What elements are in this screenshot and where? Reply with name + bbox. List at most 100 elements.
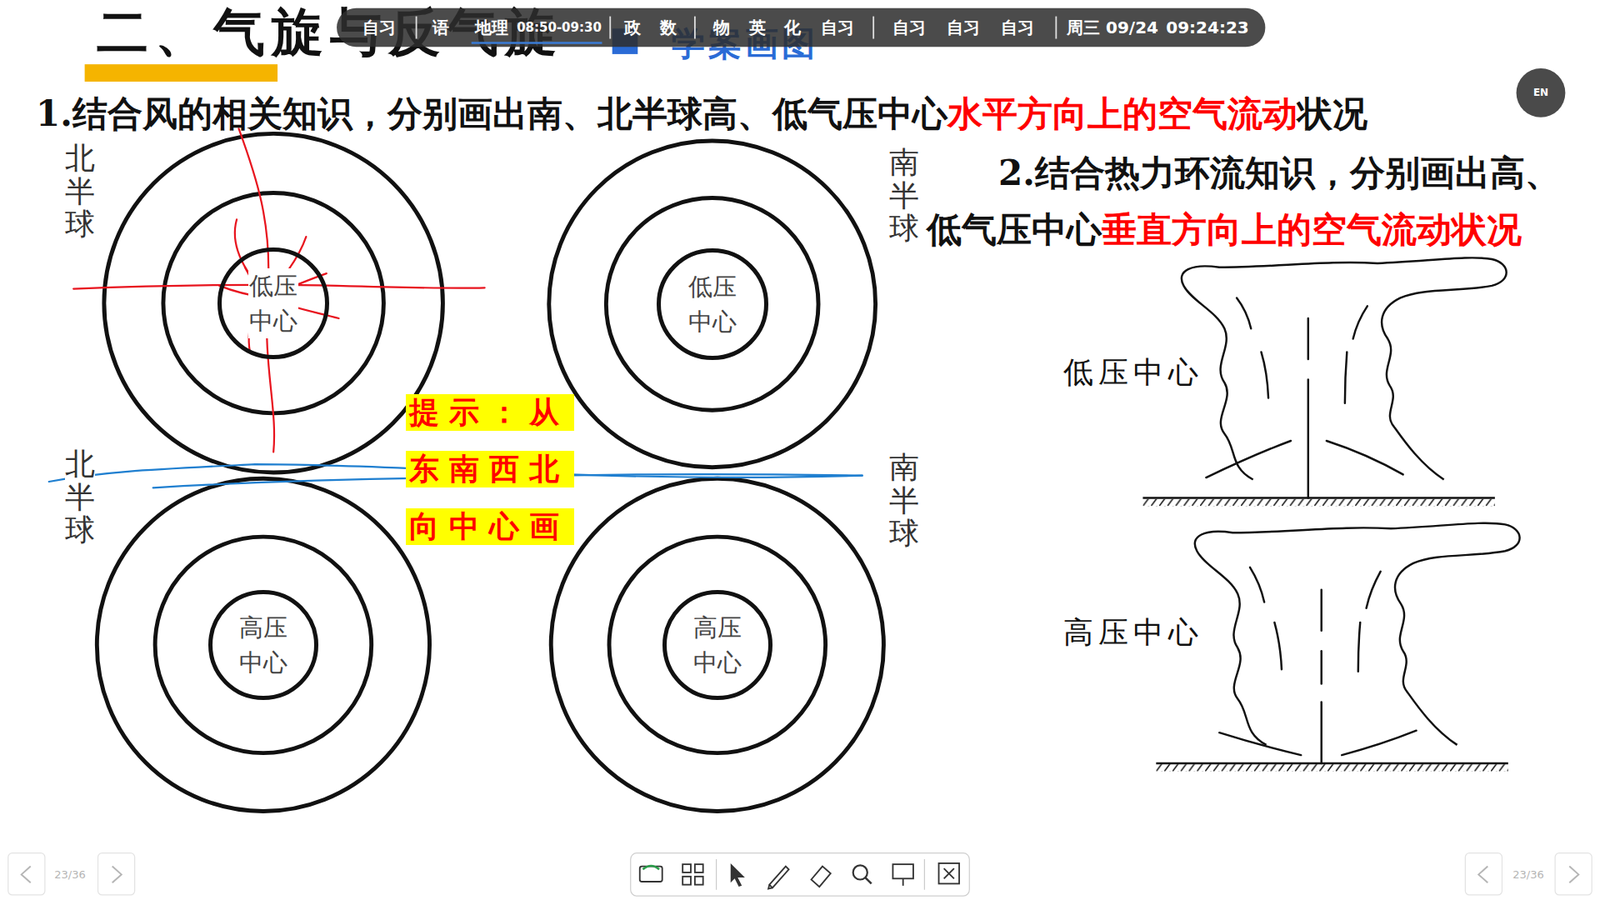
low-pressure-cloud [1205,440,1291,478]
schedule-item: 化 [784,16,801,40]
low-pressure-cloud [1326,440,1404,475]
schedule-item: 自习 [362,16,396,40]
hint-strip: 提示：从 [405,394,575,431]
low-pressure-cloud [1353,305,1368,339]
low-pressure-cloud [1142,496,1495,499]
pressure-center-circle: 高压 中心 [208,590,319,700]
low-pressure-cloud [1142,499,1495,507]
schedule-item: 物 [713,16,730,40]
isobar-rings [96,133,884,811]
question-text: 2.结合热力环流知识，分别画出高、 [998,150,1560,197]
schedule-time: 08:50-09:30 [516,20,602,35]
hint-text: 向中心画 [409,509,570,544]
page-number: 23/36 [54,868,85,881]
isobar-rings [155,536,372,754]
hemisphere-label: 南半球 [889,145,920,245]
schedule-item: 自习 [820,16,855,40]
page-nav [98,853,135,895]
high-pressure-cloud [1341,730,1416,755]
question-highlight: 水平方向上的空气流动 [947,90,1298,138]
center-label: 低压 中心 [248,268,300,339]
high-pressure-cloud [1358,622,1360,672]
hint-strip: 向中心画 [405,508,575,545]
high-pressure-cloud [1155,523,1520,772]
high-pressure-cloud [1320,650,1322,684]
question-text: 低气压中心 [926,206,1102,254]
pressure-center-circle: 低压 中心 [217,247,330,360]
low-pressure-cloud [1345,351,1347,403]
isobar-rings [605,198,819,411]
hint-text: 东南西北 [409,451,570,486]
bottom-toolbar [715,859,717,890]
title-underline [85,64,278,82]
high-pressure-cloud [1274,622,1282,670]
hemisphere-label: 北半球 [65,141,95,241]
bottom-toolbar [944,868,955,879]
bottom-toolbar [682,876,691,885]
high-pressure-cloud [1320,701,1322,763]
bottom-toolbar [924,859,925,890]
page-nav [21,866,1580,884]
bottom-toolbar [695,864,704,873]
bottom-toolbar [768,866,789,890]
schedule-item: 自习 [946,16,980,40]
high-pressure-cloud [1219,732,1301,755]
pressure-center-circle: 高压 中心 [662,590,773,700]
bottom-toolbar [682,864,691,873]
cloud-label: 高压中心 [1063,612,1204,654]
high-pressure-cloud [1320,590,1322,631]
high-pressure-cloud [1366,571,1381,609]
center-label: 高压 中心 [238,610,290,680]
schedule-bar [1055,16,1057,40]
question-text: 1.结合风的相关知识，分别画出南、北半球高、低气压中心 [35,90,948,138]
bottom-toolbar [853,865,868,880]
center-label: 高压 中心 [692,610,744,680]
bottom-toolbar [695,876,704,885]
page-number: 23/36 [1512,868,1544,881]
isobar-rings [550,478,884,811]
schedule-date: 周三 09/24 [1066,16,1159,40]
high-pressure-cloud [1155,764,1508,772]
schedule-item: 政 [624,16,641,40]
high-pressure-cloud [1155,762,1508,765]
bottom-toolbar [902,878,905,886]
page-nav [8,853,1592,895]
bottom-toolbar [730,863,745,887]
low-pressure-cloud [1260,351,1269,398]
schedule-bar [872,16,875,40]
isobar-rings [609,536,826,754]
isobar-rings [549,140,876,468]
bottom-toolbar [630,853,970,896]
low-pressure-cloud [1236,298,1251,330]
schedule-item: 自习 [1000,16,1035,40]
page-nav [1555,853,1592,895]
schedule-clock: 09:24:23 [1165,17,1250,38]
low-pressure-cloud [1205,298,1403,499]
hemisphere-label: 北半球 [65,447,95,547]
center-label: 低压 中心 [687,269,739,340]
question-highlight: 垂直方向上的空气流动状况 [1101,206,1522,254]
bottom-toolbar [892,864,913,879]
lang-badge: EN [1533,86,1549,99]
schedule-item: 地理 [475,16,509,40]
schedule-item: 语 [432,16,450,40]
page-nav [8,853,45,895]
bottom-toolbar [865,877,871,884]
isobar-rings [96,478,430,811]
hemisphere-label: 南半球 [889,450,920,550]
cloud-label: 低压中心 [1063,352,1204,394]
page-nav [1465,853,1502,895]
bottom-toolbar [640,866,663,882]
high-pressure-cloud [1250,567,1265,603]
schedule-item: 自习 [892,16,926,40]
low-pressure-cloud [1307,380,1310,499]
low-pressure-cloud [1181,257,1507,480]
bottom-toolbar [630,853,970,896]
pressure-center-circle: 低压 中心 [656,248,769,360]
question-row: 1.结合风的相关知识，分别画出南、北半球高、低气压中心水平方向上的空气流动状况 [35,90,1368,138]
high-pressure-cloud [1219,567,1416,764]
bottom-toolbar [642,865,660,870]
question-row: 低气压中心垂直方向上的空气流动状况 [926,206,1522,254]
question-text: 状况 [1297,90,1368,138]
